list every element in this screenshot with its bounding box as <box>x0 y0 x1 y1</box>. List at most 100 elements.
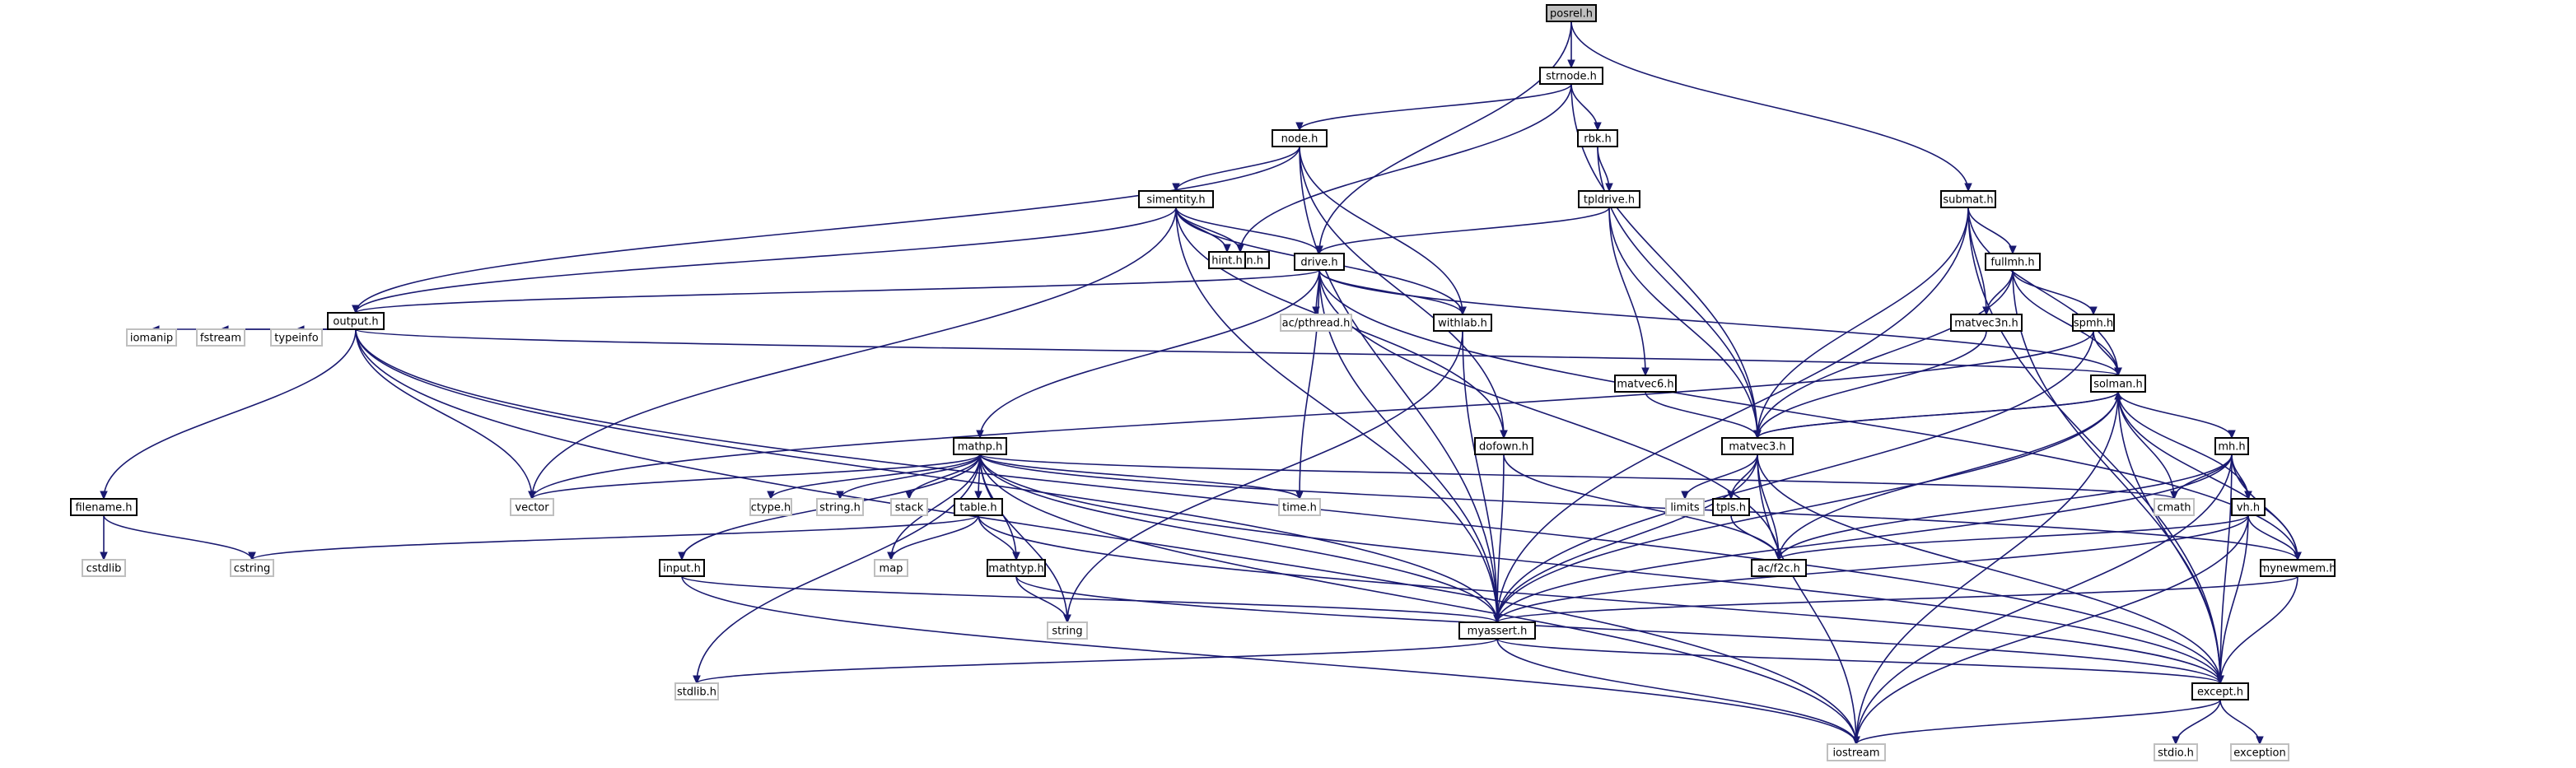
node-tpls[interactable]: tpls.h <box>1712 498 1750 516</box>
node-label: dofown.h <box>1479 441 1528 454</box>
node-box <box>1474 437 1533 455</box>
node-label: input.h <box>663 563 701 575</box>
node-rbk[interactable]: rbk.h <box>1577 129 1618 147</box>
edge-submat-to-fullmh <box>1967 207 2017 255</box>
node-box <box>2072 314 2115 332</box>
node-table[interactable]: table.h <box>954 498 1003 516</box>
arrow-head <box>2089 306 2098 316</box>
node-box <box>674 682 719 701</box>
node-label: posrel.h <box>1550 8 1593 21</box>
node-drive[interactable]: drive.h <box>1294 253 1345 271</box>
node-tpldrive[interactable]: tpldrive.h <box>1578 190 1640 208</box>
node-dofown[interactable]: dofown.h <box>1474 437 1533 455</box>
node-output[interactable]: output.h <box>327 312 385 330</box>
node-box <box>1294 253 1345 271</box>
edge-vh-to-f2c <box>1775 514 2249 561</box>
arrow-head <box>976 430 984 440</box>
arrow-head <box>1964 183 1972 193</box>
node-myassert[interactable]: myassert.h <box>1458 621 1536 640</box>
node-f2c[interactable]: ac/f2c.h <box>1751 559 1807 577</box>
node-mathp[interactable]: mathp.h <box>953 437 1007 455</box>
node-vh[interactable]: vh.h <box>2231 498 2266 516</box>
node-simentity[interactable]: simentity.h <box>1138 190 1214 208</box>
edge-submat-to-matvec3 <box>1753 207 1969 440</box>
node-label: tpldrive.h <box>1584 194 1635 207</box>
edge-table-to-cstring <box>248 514 979 561</box>
node-matvec6[interactable]: matvec6.h <box>1614 375 1677 393</box>
node-matvec3n[interactable]: matvec3n.h <box>1950 314 2023 332</box>
node-label: strnode.h <box>1546 71 1597 83</box>
node-label: iomanip <box>130 333 173 345</box>
node-box <box>1577 129 1618 147</box>
node-withlab[interactable]: withlab.h <box>1433 314 1492 332</box>
node-box <box>1458 621 1536 640</box>
arrow-head <box>1641 367 1650 377</box>
node-label: table.h <box>959 502 996 514</box>
node-input[interactable]: input.h <box>659 559 705 577</box>
node-strnode[interactable]: strnode.h <box>1539 67 1603 85</box>
node-label: time.h <box>1282 502 1317 514</box>
edge-submat-to-except <box>1967 207 2224 685</box>
edge-simentity-to-hint <box>1175 207 1231 254</box>
arrow-head <box>2114 367 2122 377</box>
node-label: submat.h <box>1943 194 1993 207</box>
arrow-head <box>2244 491 2252 500</box>
node-matvec3[interactable]: matvec3.h <box>1721 437 1794 455</box>
node-fullmh[interactable]: fullmh.h <box>1985 253 2041 271</box>
arrow-head <box>1012 552 1020 561</box>
edge-spmh-to-solman <box>2093 330 2122 377</box>
arrow-head <box>1063 614 1071 624</box>
node-box <box>1721 437 1794 455</box>
edge-matvec6-to-matvec3 <box>1645 391 1762 440</box>
node-node[interactable]: node.h <box>1272 129 1328 147</box>
node-label: fullmh.h <box>1990 257 2034 269</box>
node-spmh[interactable]: spmh.h <box>2072 314 2115 332</box>
arrow-head <box>1493 614 1501 624</box>
node-label: myassert.h <box>1468 626 1528 638</box>
node-label: ac/pthread.h <box>1282 318 1351 330</box>
node-label: cmath <box>2157 502 2191 514</box>
node-box <box>1138 190 1214 208</box>
edge-drive-to-output <box>352 269 1320 314</box>
edge-mynewmem-to-except <box>2216 575 2298 685</box>
node-hint[interactable]: hint.h <box>1208 251 1246 269</box>
node-timeh: time.h <box>1278 498 1321 516</box>
node-submat[interactable]: submat.h <box>1940 190 1996 208</box>
edge-vh-to-myassert <box>1493 514 2249 624</box>
edge-posrel-to-submat <box>1570 21 1972 193</box>
node-box <box>659 559 705 577</box>
node-posrel[interactable]: posrel.h <box>1546 4 1597 22</box>
node-mynewmem[interactable]: mynewmem.h <box>2260 559 2336 577</box>
edge-simentity-to-invdyn <box>1175 207 1244 254</box>
node-box <box>196 328 245 347</box>
node-label: iostream <box>1832 747 1879 760</box>
node-except[interactable]: except.h <box>2191 682 2249 701</box>
node-filename[interactable]: filename.h <box>70 498 138 516</box>
node-label: spmh.h <box>2074 318 2113 330</box>
node-mh[interactable]: mh.h <box>2214 437 2249 455</box>
edge-node-to-simentity <box>1172 146 1300 193</box>
arrow-head <box>693 675 701 685</box>
edge-drive-to-mynewmem <box>1318 269 2302 561</box>
node-mathtyp[interactable]: mathtyp.h <box>987 559 1046 577</box>
node-label: withlab.h <box>1438 318 1487 330</box>
edge-output-to-filename <box>100 328 357 500</box>
arrow-head <box>352 305 360 314</box>
node-box <box>270 328 323 347</box>
node-box <box>1208 251 1246 269</box>
edge-matvec3-to-except <box>1757 454 2224 685</box>
node-label: except.h <box>2197 687 2243 699</box>
edge-posrel-to-drive <box>1315 21 1572 255</box>
node-box <box>126 328 177 347</box>
node-solman[interactable]: solman.h <box>2090 375 2146 393</box>
node-box <box>1751 559 1807 577</box>
edge-spmh-to-vector <box>528 330 2094 500</box>
arrow-head <box>905 491 913 500</box>
node-label: string.h <box>819 502 861 514</box>
edge-myassert-to-except <box>1496 638 2224 685</box>
node-pthread: ac/pthread.h <box>1280 314 1352 332</box>
node-label: typeinfo <box>274 333 318 345</box>
edge-drive-to-mathp <box>976 269 1320 440</box>
node-label: cstring <box>234 563 270 575</box>
